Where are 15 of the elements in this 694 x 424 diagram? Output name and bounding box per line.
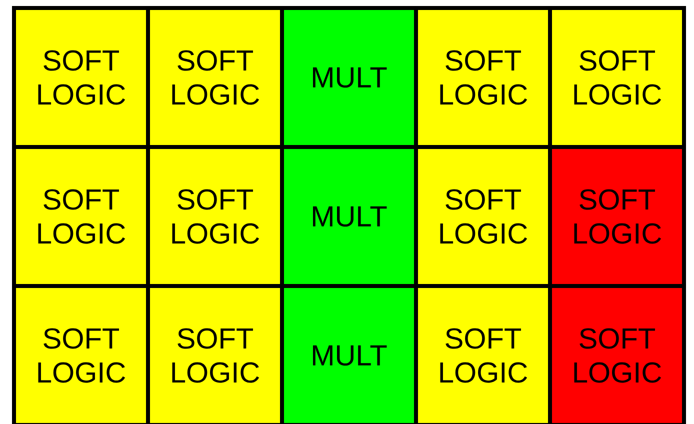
- multiplier-block: MULT: [280, 284, 418, 424]
- logic-block: SOFT LOGIC: [146, 145, 284, 288]
- logic-block: SOFT LOGIC: [548, 284, 686, 424]
- logic-block: SOFT LOGIC: [12, 6, 150, 149]
- logic-block: SOFT LOGIC: [12, 284, 150, 424]
- logic-block: SOFT LOGIC: [414, 6, 552, 149]
- logic-block: SOFT LOGIC: [146, 6, 284, 149]
- logic-block: SOFT LOGIC: [146, 284, 284, 424]
- multiplier-block: MULT: [280, 145, 418, 288]
- logic-block: SOFT LOGIC: [548, 6, 686, 149]
- logic-block: SOFT LOGIC: [414, 145, 552, 288]
- logic-block: SOFT LOGIC: [548, 145, 686, 288]
- logic-block: SOFT LOGIC: [414, 284, 552, 424]
- multiplier-block: MULT: [280, 6, 418, 149]
- logic-block: SOFT LOGIC: [12, 145, 150, 288]
